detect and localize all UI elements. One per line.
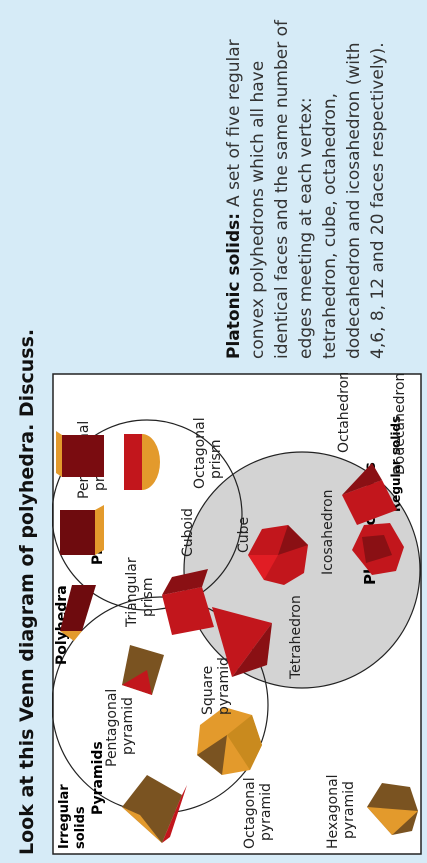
icosahedron-label: Icosahedron [320,489,336,575]
octagonal-prism-shape [124,434,160,490]
hexagonal-pyramid-shape [367,783,418,835]
regular-solids-label: Regular solids [389,416,403,512]
octahedron-label: Octahedron [336,373,352,453]
irregular-solids-label: Irregular [57,784,72,849]
cube-label: Cube [236,517,252,553]
venn-diagram: Irregular solids Polyhedra Pyramids Pris… [52,373,422,855]
hexagonal-pyramid-label: Hexagonal pyramid [325,770,357,849]
icosahedron-shape [248,525,308,585]
cube-shape [162,569,214,635]
pentagonal-pyramid-label: Pentagonal pyramid [104,684,136,767]
octagonal-pyramid-label: Octagonal pyramid [242,773,274,849]
octagonal-pyramid-shape [197,707,262,775]
square-pyramid-label: Square pyramid [200,657,232,715]
cuboid-shape [60,505,104,555]
dodecahedron-label: Dodecahedron [392,373,408,475]
definition-text: Platonic solids:A set of five regular co… [222,19,390,359]
pentagonal-pyramid-shape [122,775,187,843]
irregular-solids-label-2: solids [73,806,88,849]
pyramids-label: Pyramids [90,741,106,815]
tetrahedron-shape [212,607,272,677]
page-title: Look at this Venn diagram of polyhedra. … [16,328,38,855]
tetrahedron-label: Tetrahedron [288,595,304,680]
triangular-prism-label: Triangular prism [124,553,156,628]
octahedron-shape [342,463,397,525]
cuboid-label: Cuboid [180,508,196,557]
dodecahedron-shape [352,523,404,575]
definition-body: A set of five regular convex polyhedrons… [224,19,388,359]
square-pyramid-shape [122,645,164,695]
pentagonal-prism-shape [56,431,104,477]
definition-term: Platonic solids: [224,212,244,359]
octagonal-prism-label: Octagonal prism [192,413,224,489]
prisms-circle [52,419,243,611]
triangular-prism-shape [60,585,96,641]
